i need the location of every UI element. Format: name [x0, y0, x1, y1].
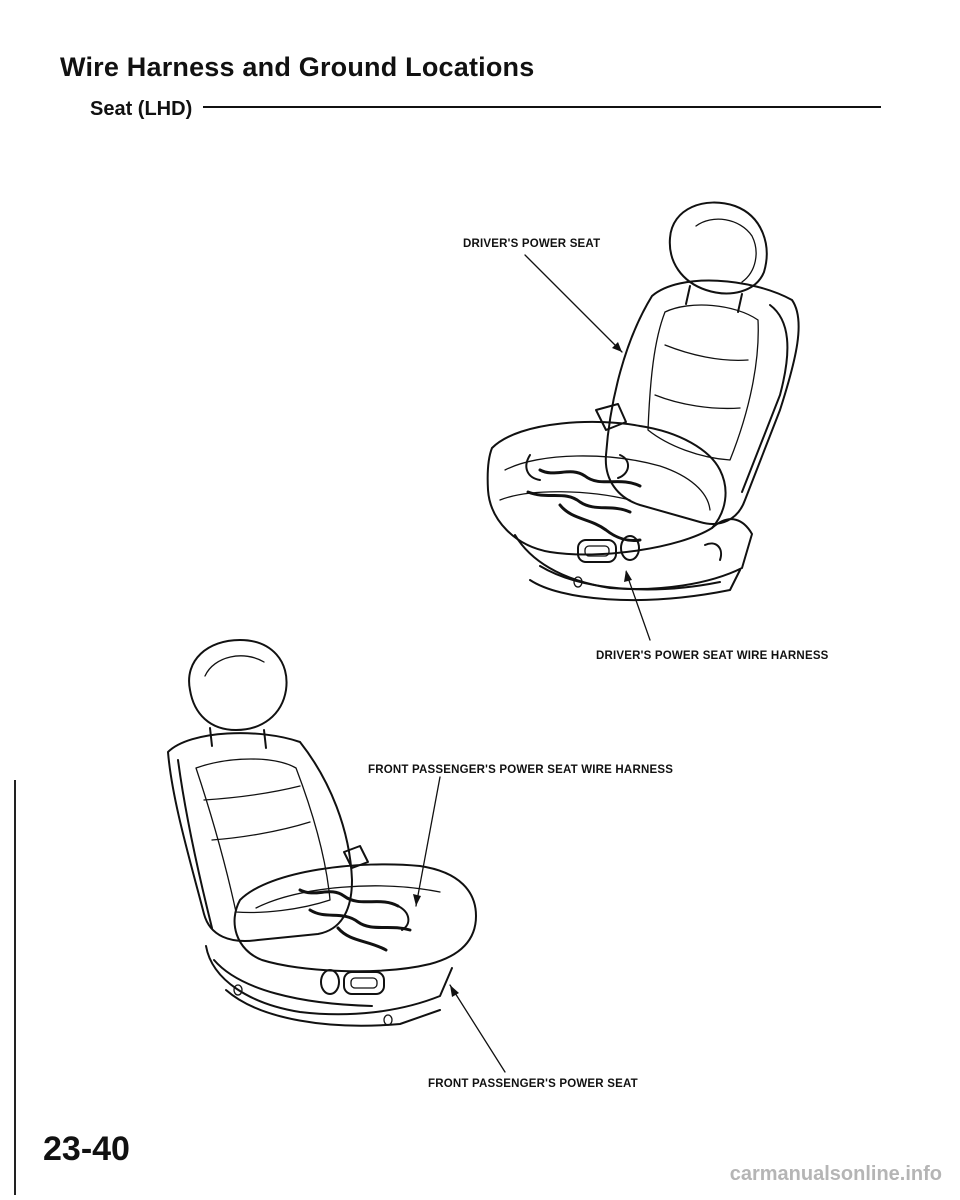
watermark: carmanualsonline.info	[729, 1163, 942, 1185]
section-subtitle: Seat (LHD)	[90, 98, 193, 120]
binding-margin-line	[14, 780, 16, 1195]
callout-drivers-power-seat: DRIVER'S POWER SEAT	[463, 238, 601, 250]
drivers-seat-drawing	[486, 201, 800, 602]
passenger-seat-drawing	[167, 639, 477, 1027]
page-number: 23-40	[43, 1130, 130, 1168]
page-title: Wire Harness and Ground Locations	[60, 52, 535, 82]
callout-front-passengers-power-seat: FRONT PASSENGER'S POWER SEAT	[428, 1078, 638, 1090]
section-rule	[203, 106, 881, 108]
leader-lines	[413, 254, 651, 1073]
callout-front-passengers-power-seat-wire-harness: FRONT PASSENGER'S POWER SEAT WIRE HARNES…	[368, 764, 674, 776]
callout-drivers-power-seat-wire-harness: DRIVER'S POWER SEAT WIRE HARNESS	[596, 650, 829, 662]
